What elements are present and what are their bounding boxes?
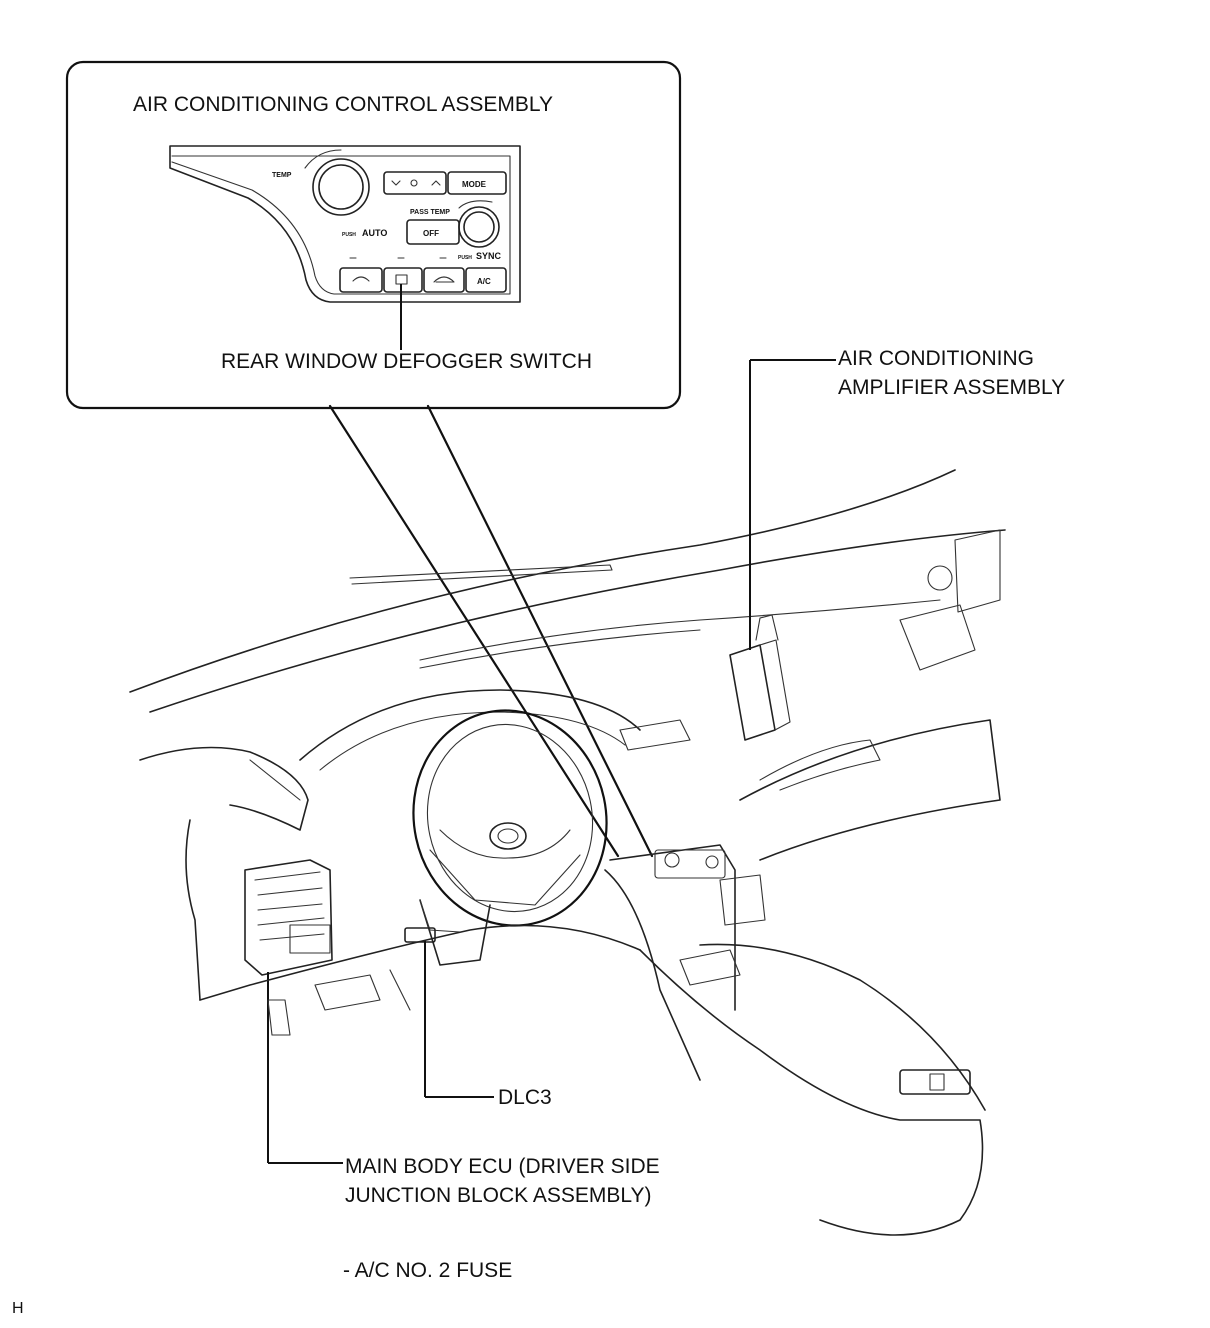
panel-off-text: OFF bbox=[423, 229, 439, 238]
amplifier-label-line1: AIR CONDITIONING bbox=[838, 347, 1035, 370]
panel-mode-text: MODE bbox=[462, 180, 487, 189]
panel-temp-text: TEMP bbox=[272, 172, 292, 179]
main-body-ecu-label-line1: MAIN BODY ECU (DRIVER SIDE bbox=[345, 1155, 660, 1178]
callout-box bbox=[65, 60, 682, 858]
panel-auto-text: AUTO bbox=[362, 228, 387, 238]
amplifier-label-line2: AMPLIFIER ASSEMBLY bbox=[838, 376, 1066, 399]
fuse-label: - A/C NO. 2 FUSE bbox=[343, 1259, 513, 1282]
panel-sync-text: SYNC bbox=[476, 251, 502, 261]
rear-window-defogger-switch-label: REAR WINDOW DEFOGGER SWITCH bbox=[221, 350, 592, 373]
panel-ac-text: A/C bbox=[477, 277, 491, 286]
dlc3-label: DLC3 bbox=[498, 1086, 552, 1109]
corner-code: H bbox=[12, 1300, 24, 1317]
panel-push-auto-small-text: PUSH bbox=[342, 232, 356, 238]
panel-push-sync-small-text: PUSH bbox=[458, 255, 472, 261]
main-body-ecu-label-line2: JUNCTION BLOCK ASSEMBLY) bbox=[345, 1184, 652, 1207]
callout-title: AIR CONDITIONING CONTROL ASSEMBLY bbox=[133, 93, 554, 116]
dashboard-drawing bbox=[129, 359, 1006, 1236]
ac-control-panel: TEMP MODE PASS TEMP PUSH AUTO OFF PUSH S… bbox=[169, 145, 521, 350]
panel-pass-temp-text: PASS TEMP bbox=[410, 209, 450, 216]
